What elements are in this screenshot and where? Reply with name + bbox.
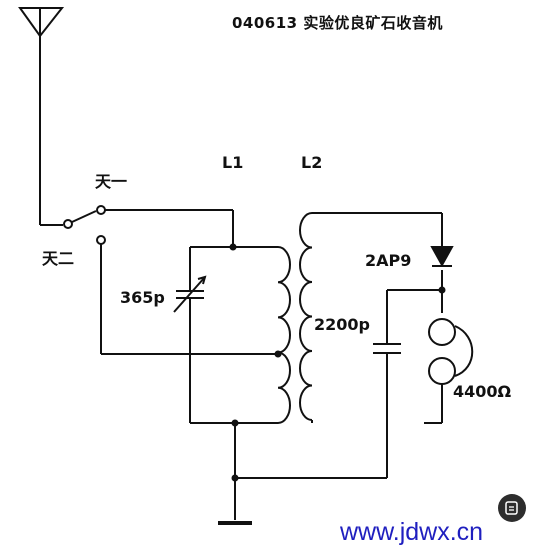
switch-contact-1	[96, 205, 106, 215]
label-antenna-1: 天一	[95, 172, 127, 191]
switch-blade	[71, 210, 97, 223]
label-tuning-cap: 365p	[120, 288, 165, 307]
coil-l2	[299, 212, 313, 421]
switch-pivot	[63, 219, 73, 229]
label-antenna-2: 天二	[42, 249, 74, 268]
label-l2: L2	[301, 153, 322, 172]
label-earphone: 4400Ω	[453, 382, 512, 401]
switch-contact-2	[96, 235, 106, 245]
edit-badge-icon[interactable]	[498, 494, 526, 522]
label-diode: 2AP9	[365, 251, 411, 270]
label-bypass-cap: 2200p	[314, 315, 370, 334]
earphone-bottom	[428, 357, 456, 385]
coil-l1	[277, 246, 291, 424]
earphone-top	[428, 318, 456, 346]
label-l1: L1	[222, 153, 243, 172]
junction-dots	[229, 243, 446, 482]
diode-symbol	[430, 246, 454, 268]
watermark-text: www.jdwx.cn	[339, 518, 483, 546]
tuning-cap-arrow	[173, 276, 206, 313]
diagram-title: 040613 实验优良矿石收音机	[232, 14, 443, 32]
